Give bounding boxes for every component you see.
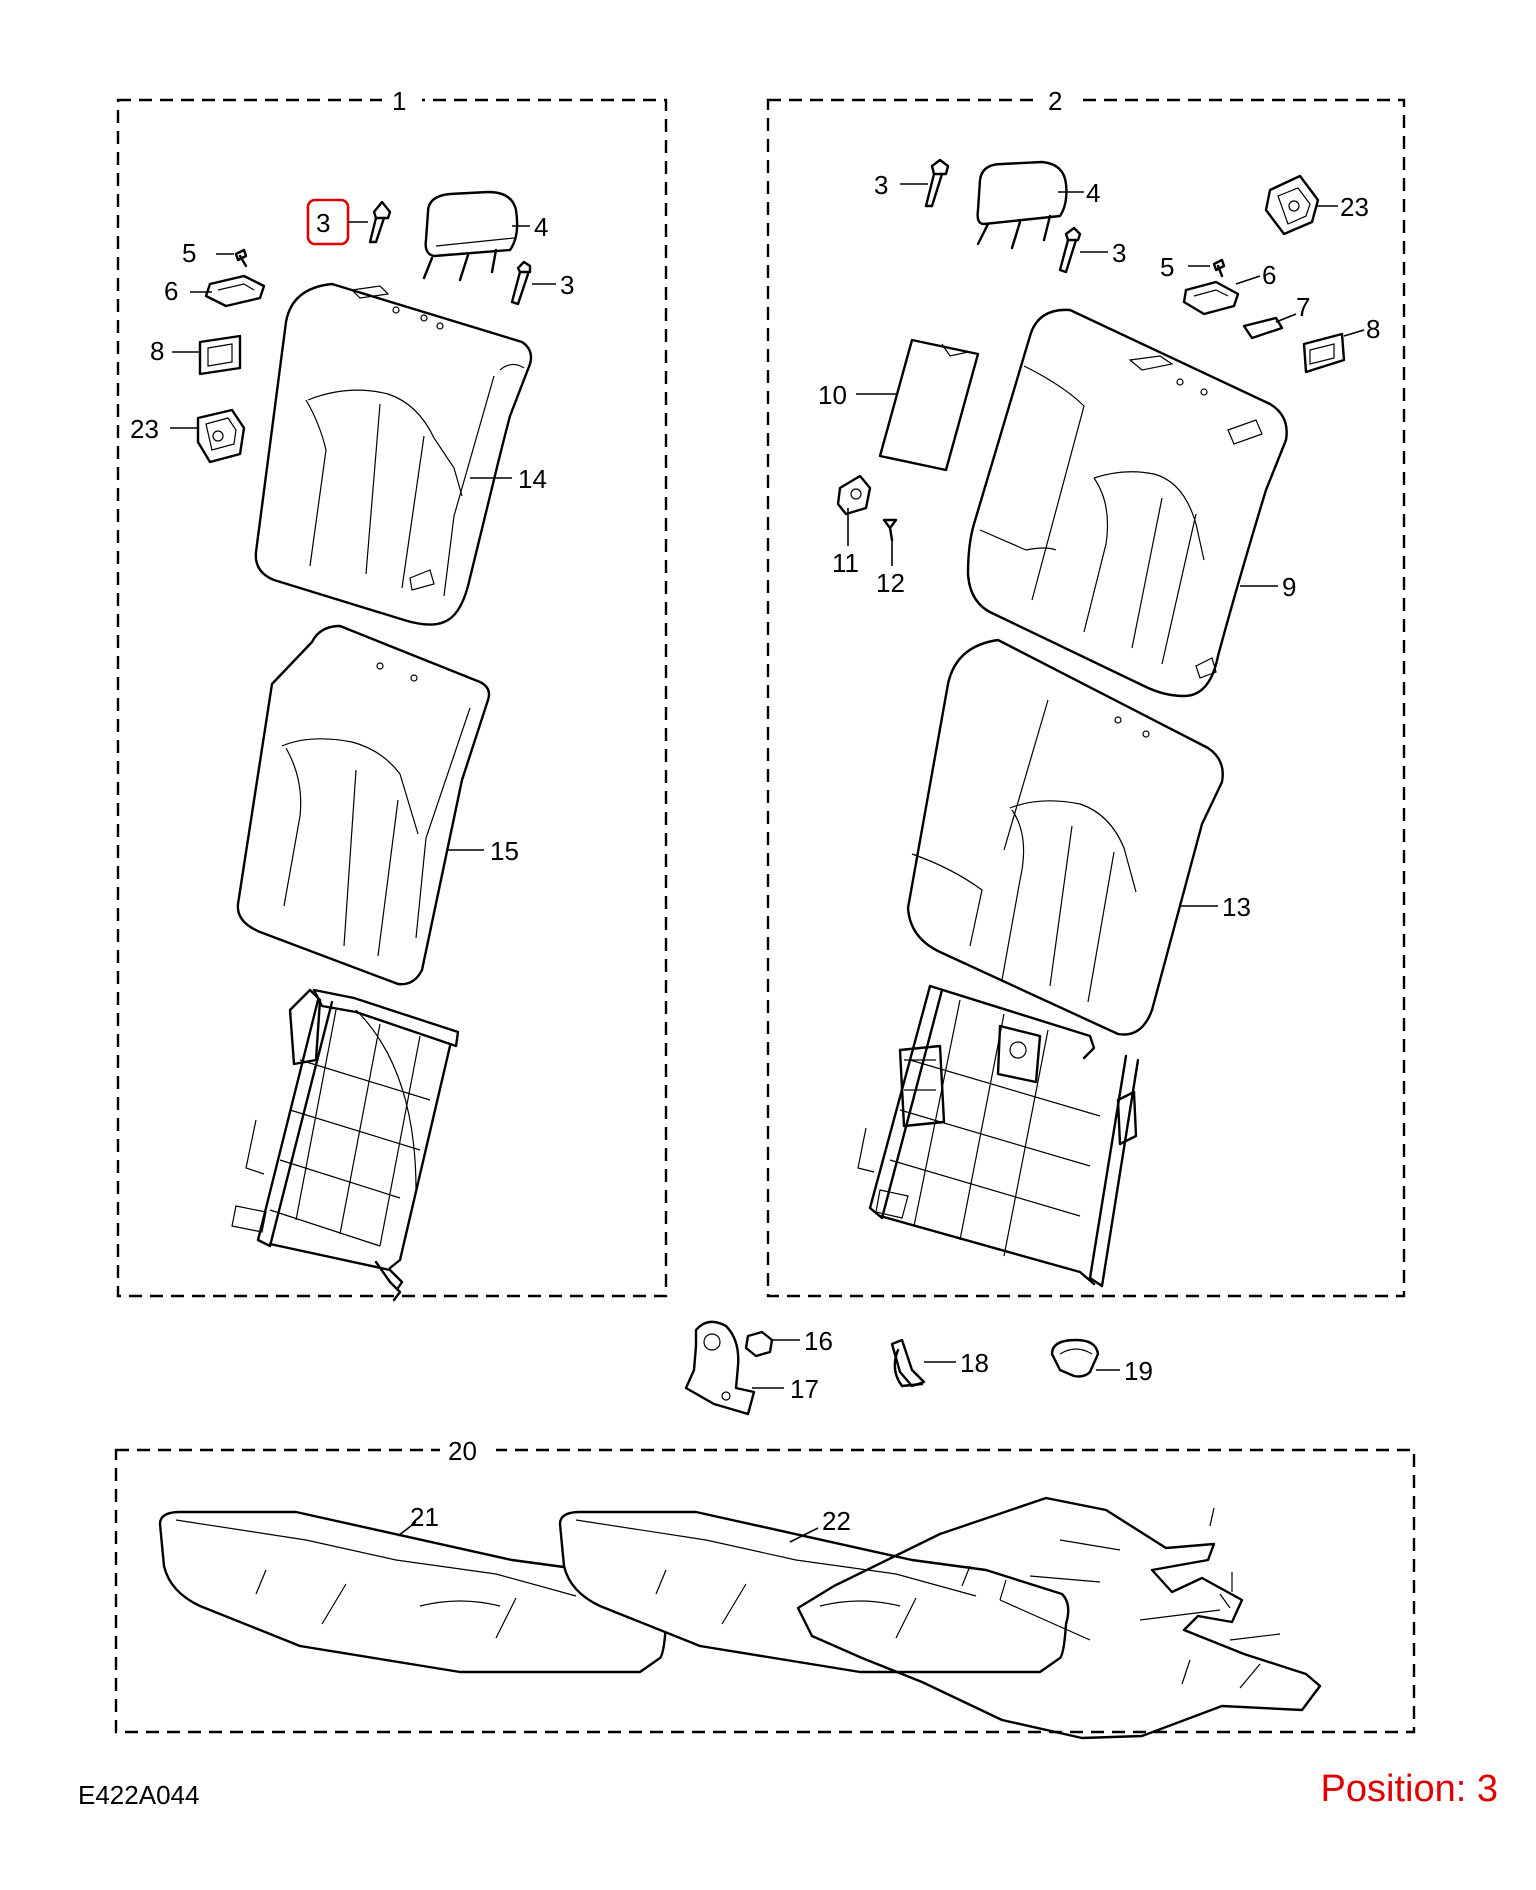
seat-cushion-cover-22[interactable] xyxy=(558,1510,1070,1674)
callout-3[interactable]: 3 xyxy=(560,270,574,300)
callout-3-highlighted[interactable]: 3 xyxy=(316,208,330,238)
callout-6-g2[interactable]: 6 xyxy=(1262,260,1276,290)
callout-23-g2[interactable]: 23 xyxy=(1340,192,1369,222)
callout-22[interactable]: 22 xyxy=(822,1506,851,1536)
nut-16[interactable] xyxy=(744,1330,774,1358)
bracket-11[interactable] xyxy=(836,474,872,516)
headrest-guide-pin-right[interactable] xyxy=(510,260,532,306)
callout-4[interactable]: 4 xyxy=(534,212,548,242)
headrest-guide-pin-a[interactable] xyxy=(924,158,950,208)
latch-assembly-23[interactable] xyxy=(196,408,246,464)
seatback-pad-15[interactable] xyxy=(236,624,491,986)
callout-3a[interactable]: 3 xyxy=(874,170,888,200)
group-box-20 xyxy=(114,1448,1416,1734)
seatback-cover-9[interactable] xyxy=(966,308,1288,698)
callout-15[interactable]: 15 xyxy=(490,836,519,866)
callout-5-g2[interactable]: 5 xyxy=(1160,252,1174,282)
callout-5[interactable]: 5 xyxy=(182,238,196,268)
callout-12[interactable]: 12 xyxy=(876,568,905,598)
callout-9[interactable]: 9 xyxy=(1282,572,1296,602)
group-label-2: 2 xyxy=(1048,86,1062,116)
callout-18[interactable]: 18 xyxy=(960,1348,989,1378)
callout-16[interactable]: 16 xyxy=(804,1326,833,1356)
callout-17[interactable]: 17 xyxy=(790,1374,819,1404)
callout-7[interactable]: 7 xyxy=(1296,292,1310,322)
headrest-guide-pin-left[interactable] xyxy=(368,200,392,244)
panel-10[interactable] xyxy=(878,338,980,472)
group-box-2 xyxy=(766,98,1406,1298)
latch-assembly-23-g2[interactable] xyxy=(1264,174,1320,236)
bezel-8-g2[interactable] xyxy=(1302,332,1346,374)
seatback-frame-left[interactable] xyxy=(231,988,460,1302)
group-label-1: 1 xyxy=(392,86,406,116)
callout-14[interactable]: 14 xyxy=(518,464,547,494)
callout-8[interactable]: 8 xyxy=(150,336,164,366)
callout-13[interactable]: 13 xyxy=(1222,892,1251,922)
callout-3b[interactable]: 3 xyxy=(1112,238,1126,268)
callout-4-g2[interactable]: 4 xyxy=(1086,178,1100,208)
diagram-code: E422A044 xyxy=(78,1780,200,1810)
bezel-8[interactable] xyxy=(198,334,242,376)
headrest-left[interactable] xyxy=(422,190,519,282)
headrest-right[interactable] xyxy=(976,160,1068,250)
latch-6[interactable] xyxy=(204,274,266,308)
clip-18[interactable] xyxy=(890,1338,926,1388)
seatback-pad-13[interactable] xyxy=(906,638,1224,1036)
headrest-guide-pin-b[interactable] xyxy=(1058,226,1082,274)
group-label-20: 20 xyxy=(448,1436,477,1466)
grommet-19[interactable] xyxy=(1050,1338,1100,1378)
callout-11[interactable]: 11 xyxy=(832,548,859,578)
callout-23[interactable]: 23 xyxy=(130,414,159,444)
callout-19[interactable]: 19 xyxy=(1124,1356,1153,1386)
callout-21[interactable]: 21 xyxy=(410,1502,439,1532)
position-readout: Position: 3 xyxy=(1320,1768,1498,1810)
callout-8-g2[interactable]: 8 xyxy=(1366,314,1380,344)
seatback-frame-right[interactable] xyxy=(857,984,1140,1288)
pin-12[interactable] xyxy=(882,518,898,542)
clip-7[interactable] xyxy=(1242,316,1284,340)
seatback-cover-14[interactable] xyxy=(254,282,533,626)
seat-cushion-frame[interactable] xyxy=(796,1496,1322,1740)
callout-10[interactable]: 10 xyxy=(818,380,847,410)
latch-6-g2[interactable] xyxy=(1182,280,1240,316)
bracket-17[interactable] xyxy=(684,1320,756,1416)
screw-5[interactable] xyxy=(234,248,248,268)
screw-5-g2[interactable] xyxy=(1212,258,1226,278)
callout-6[interactable]: 6 xyxy=(164,276,178,306)
